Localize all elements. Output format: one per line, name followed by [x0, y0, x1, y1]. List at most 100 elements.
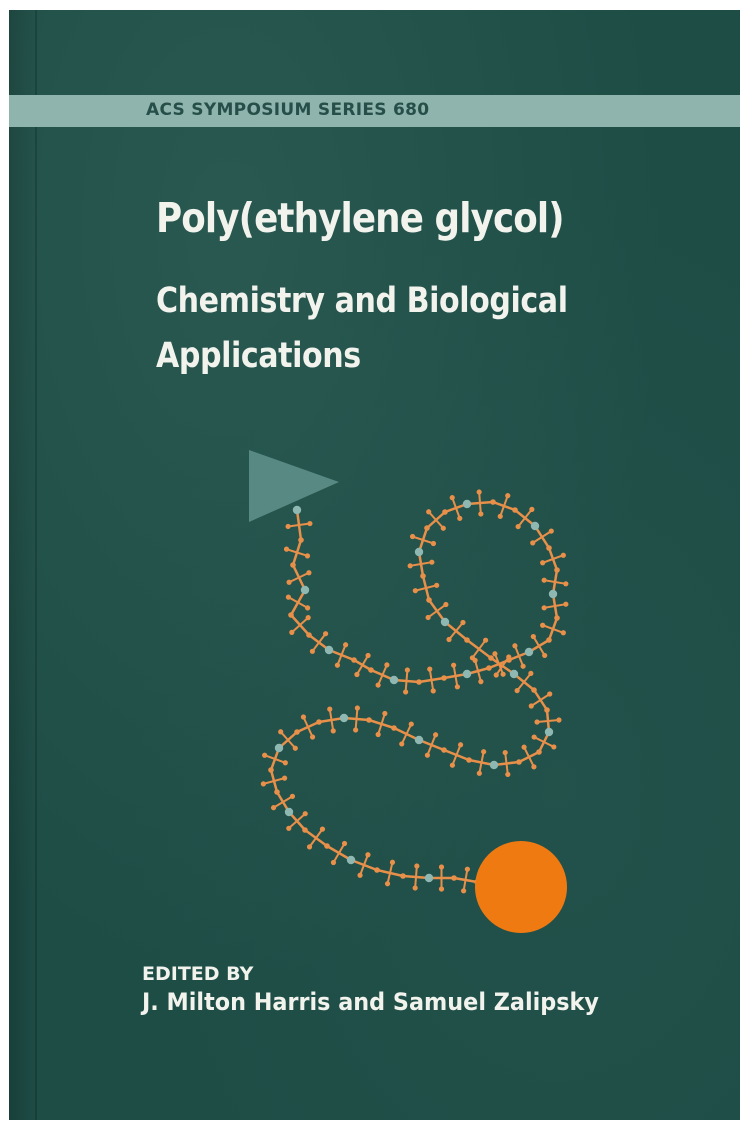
hydrogen-atom: [323, 631, 329, 637]
hydrogen-atom: [292, 745, 298, 751]
hydrogen-atom: [286, 825, 292, 831]
hydrogen-atom: [282, 775, 288, 781]
hydrogen-atom: [425, 614, 431, 621]
hydrogen-atom: [307, 520, 313, 527]
hydrogen-atom: [354, 671, 360, 678]
hydrogen-atom: [542, 652, 548, 659]
oxygen-atom: [524, 647, 534, 657]
hydrogen-atom: [375, 731, 381, 738]
hydrogen-atom: [309, 734, 316, 740]
hydrogen-atom: [476, 489, 482, 495]
hydrogen-atom: [438, 886, 445, 892]
hydrogen-atom: [260, 781, 266, 787]
carbon-atom: [544, 707, 550, 713]
hydrogen-atom: [300, 714, 307, 720]
hydrogen-atom: [414, 863, 420, 869]
carbon-atom: [531, 687, 537, 693]
carbon-atom: [506, 657, 512, 663]
hydrogen-atom: [457, 742, 464, 748]
oxygen-atom: [284, 807, 294, 817]
hydrogen-atom: [357, 872, 363, 878]
hydrogen-atom: [365, 852, 371, 858]
hydrogen-atom: [409, 533, 416, 540]
carbon-atom: [274, 789, 280, 795]
carbon-atom: [288, 612, 294, 618]
hydrogen-atom: [440, 525, 446, 531]
hydrogen-atom: [327, 706, 333, 712]
carbon-atom: [316, 719, 322, 725]
hydrogen-atom: [529, 506, 535, 513]
oxygen-atom: [414, 547, 424, 557]
carbon-atom: [400, 873, 406, 879]
hydrogen-atom: [497, 513, 503, 519]
oxygen-atom: [440, 617, 450, 627]
oxygen-atom: [530, 521, 540, 531]
hydrogen-atom: [540, 560, 546, 566]
hydrogen-atom: [334, 662, 341, 668]
hydrogen-atom: [289, 629, 295, 635]
hydrogen-atom: [548, 528, 554, 534]
polymer-atoms: [260, 489, 569, 894]
carbon-atom: [290, 562, 296, 568]
hydrogen-atom: [460, 619, 466, 626]
hydrogen-atom: [457, 515, 463, 521]
hydrogen-atom: [403, 689, 409, 695]
hydrogen-atom: [427, 666, 433, 672]
hydrogen-atom: [492, 651, 498, 657]
hydrogen-atom: [330, 859, 337, 866]
carbon-atom: [424, 525, 430, 531]
oxygen-atom: [544, 727, 554, 737]
book-cover: ACS SYMPOSIUM SERIES 680 Poly(ethylene g…: [9, 10, 740, 1120]
hydrogen-atom: [426, 509, 432, 515]
hydrogen-atom: [399, 741, 405, 747]
hydrogen-atom: [285, 523, 291, 530]
carbon-atom: [324, 843, 330, 849]
carbon-atom: [536, 749, 542, 755]
hydrogen-atom: [353, 727, 359, 733]
hydrogen-atom: [434, 582, 440, 588]
hydrogen-atom: [430, 540, 437, 547]
editors-names: J. Milton Harris and Samuel Zalipsky: [142, 988, 599, 1016]
oxygen-atom: [346, 855, 356, 865]
hydrogen-atom: [446, 636, 452, 643]
carbon-atom: [416, 679, 422, 685]
hydrogen-atom: [502, 749, 508, 756]
carbon-atom: [268, 767, 274, 773]
hydrogen-atom: [563, 581, 569, 587]
carbon-atom: [554, 615, 560, 621]
hydrogen-atom: [505, 771, 511, 778]
oxygen-atom: [274, 743, 284, 753]
hydrogen-atom: [469, 655, 475, 661]
hydrogen-atom: [454, 684, 460, 690]
carbon-atom: [391, 725, 397, 731]
hydrogen-atom: [483, 637, 489, 643]
hydrogen-atom: [540, 622, 546, 628]
hydrogen-atom: [375, 682, 381, 688]
hydrogen-atom: [556, 717, 562, 723]
carbon-atom: [426, 597, 432, 603]
oxygen-atom: [292, 505, 302, 515]
hydrogen-atom: [534, 719, 540, 725]
hydrogen-atom: [512, 643, 518, 649]
carbon-atom: [302, 827, 308, 833]
carbon-atom: [298, 537, 304, 543]
book-title: Poly(ethylene glycol): [156, 194, 565, 242]
hydrogen-atom: [514, 687, 520, 694]
hydrogen-atom: [430, 688, 436, 694]
hydrogen-atom: [278, 729, 284, 735]
hydrogen-atom: [285, 594, 292, 600]
hydrogen-atom: [407, 563, 413, 569]
series-band: ACS SYMPOSIUM SERIES 680: [9, 95, 740, 127]
polymer-bonds: [263, 491, 567, 892]
carbon-atom: [546, 637, 552, 643]
hydrogen-atom: [365, 652, 371, 659]
oxygen-atom: [300, 585, 310, 595]
hydrogen-atom: [531, 734, 537, 740]
carbon-atom: [420, 573, 426, 579]
hydrogen-atom: [528, 703, 534, 709]
editors-label: EDITED BY: [142, 963, 254, 985]
hydrogen-atom: [304, 553, 311, 559]
oxygen-atom: [389, 675, 399, 685]
hydrogen-atom: [443, 601, 449, 608]
carbon-atom: [516, 759, 522, 765]
